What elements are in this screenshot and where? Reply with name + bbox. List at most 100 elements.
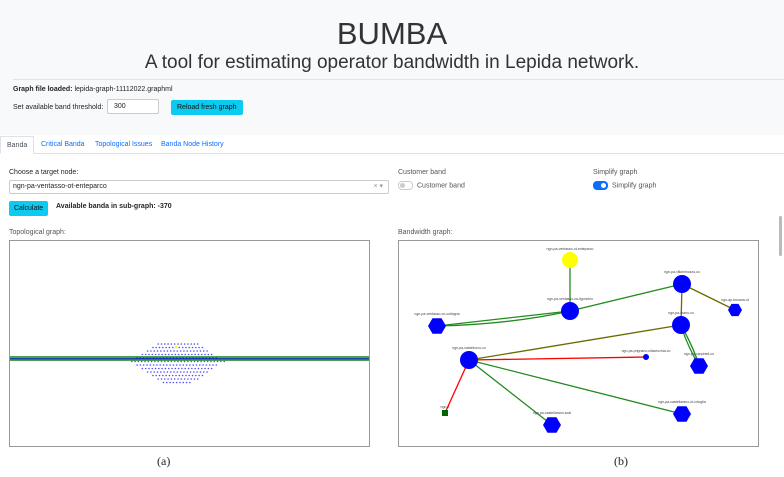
calculate-button[interactable]: Calculate [9, 201, 49, 216]
graph-node [175, 374, 177, 377]
graph-node [194, 353, 196, 356]
graph-node [182, 381, 185, 384]
bandwidth-graph-canvas[interactable]: ngn-pa-ventasso-ot-enteparco ngn-pa-venta… [399, 241, 758, 446]
bandwidth-graph[interactable]: ngn-pa-ventasso-ot-enteparco ngn-pa-venta… [398, 240, 759, 447]
node-label: ngn-pa-carpineti-co [684, 352, 714, 356]
graph-node [169, 381, 171, 384]
graph-node [190, 378, 192, 380]
graph-node [186, 371, 189, 373]
graph-node [673, 275, 691, 293]
graph-node [179, 381, 181, 384]
tab-banda-node-history[interactable]: Banda Node History [161, 141, 224, 148]
node-label: ngn-pa-villaminozzo-co [664, 270, 700, 274]
graph-node [183, 360, 186, 363]
graph-node [160, 343, 163, 345]
graph-node [187, 353, 190, 356]
graph-node [188, 346, 191, 349]
reload-graph-button[interactable]: Reload fresh graph [171, 100, 243, 115]
graph-node [562, 252, 578, 268]
topological-graph-label: Topological graph: [9, 229, 66, 236]
graph-node [167, 353, 170, 356]
graph-node [139, 364, 142, 366]
graph-node [152, 346, 154, 349]
graph-node [163, 371, 165, 373]
graph-node [690, 358, 708, 374]
threshold-input[interactable]: 300 [107, 99, 159, 114]
graph-node [164, 353, 167, 356]
graph-node [207, 367, 210, 370]
graph-node [179, 350, 182, 352]
graph-node [185, 381, 188, 384]
topological-graph[interactable] [9, 240, 370, 447]
graph-node [161, 353, 163, 356]
graph-node [198, 346, 200, 349]
node-label: ngn-pa-castelnovo-co [452, 346, 486, 350]
graph-node [193, 378, 196, 380]
node-label: ngn-pa-ventasso-co-collagna [414, 312, 459, 316]
graph-node [172, 381, 175, 384]
graph-node [154, 367, 157, 370]
node-label: ngn-pa-ventasso-ot-enteparco [547, 247, 594, 251]
graph-node [175, 357, 178, 359]
chevron-down-icon[interactable]: ▾ [379, 183, 383, 190]
graph-node [220, 360, 222, 363]
graph-node [160, 371, 162, 373]
app-title: BUMBA [336, 16, 448, 51]
graph-node [202, 371, 205, 373]
topological-graph-canvas[interactable] [10, 241, 369, 446]
graph-node [165, 357, 168, 359]
graph-node [157, 360, 159, 363]
toggle-on[interactable] [593, 181, 608, 190]
graph-node [150, 371, 152, 373]
graph-node [152, 364, 155, 366]
graph-node [170, 360, 173, 363]
graph-edge [468, 359, 553, 426]
graph-node [180, 343, 183, 345]
graph-node [172, 364, 175, 366]
graph-node [144, 367, 147, 370]
graph-node [190, 360, 192, 363]
graph-node [172, 357, 175, 359]
graph-node [158, 374, 161, 377]
tab-banda[interactable]: Banda [0, 136, 35, 154]
graph-node [442, 410, 448, 416]
tab-critical-banda[interactable]: Critical Banda [41, 141, 85, 148]
graph-node [191, 374, 194, 377]
scrollbar[interactable] [779, 216, 782, 256]
graph-node [189, 357, 191, 359]
target-node-value: ngn-pa-ventasso-ot-enteparco [13, 183, 107, 190]
graph-node [142, 357, 145, 359]
graph-node [216, 360, 219, 363]
clear-icon[interactable]: × [373, 183, 378, 190]
graph-node [141, 353, 144, 356]
graph-node [181, 374, 184, 377]
customer-band-switch[interactable]: Customer band [398, 181, 465, 190]
graph-node [200, 360, 202, 363]
graph-node [157, 343, 159, 345]
node-label: ngn-pa-toano-co [668, 311, 694, 315]
graph-node [171, 353, 173, 356]
graph-node [162, 357, 165, 359]
graph-node [165, 381, 168, 384]
graph-node [182, 364, 185, 366]
graph-node [161, 367, 163, 370]
graph-node [177, 360, 179, 363]
graph-node [191, 346, 194, 349]
graph-node [165, 364, 168, 366]
graph-node [167, 343, 169, 345]
graph-node [159, 357, 161, 359]
graph-node [185, 364, 188, 366]
graph-node [188, 374, 191, 377]
graph-node [159, 364, 161, 366]
toggle-off[interactable] [398, 181, 413, 190]
tab-topological-issues[interactable]: Topological Issues [95, 141, 153, 148]
graph-edge [436, 310, 571, 327]
graph-node [204, 367, 206, 370]
graph-node [193, 360, 196, 363]
simplify-graph-switch[interactable]: Simplify graph [593, 181, 656, 190]
graph-edge [436, 310, 571, 327]
graph-node [177, 343, 179, 345]
customer-band-title: Customer band [398, 169, 446, 176]
target-node-select[interactable]: ngn-pa-ventasso-ot-enteparco × ▾ [9, 180, 389, 194]
graph-node [156, 350, 159, 352]
